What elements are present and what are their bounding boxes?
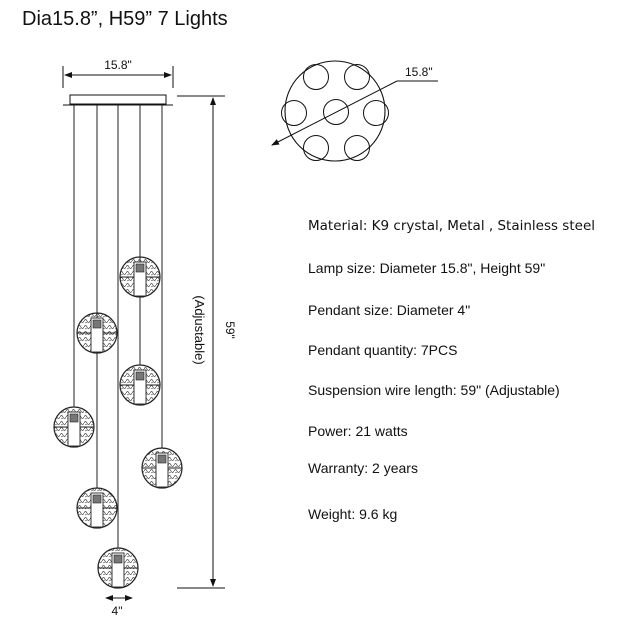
pendant-globe	[76, 487, 118, 529]
pendant-globe	[76, 312, 118, 354]
spec-lamp-size: Lamp size: Diameter 15.8", Height 59"	[308, 260, 546, 276]
canopy	[69, 94, 167, 105]
spec-power: Power: 21 watts	[308, 423, 408, 439]
spec-wire-length: Suspension wire length: 59" (Adjustable)	[308, 382, 560, 398]
pendant-width-dimension: 4"	[105, 595, 133, 618]
top-view-pendant	[344, 64, 370, 90]
top-view-pendant	[323, 99, 349, 125]
pendant-globe	[119, 256, 161, 298]
pendant-globe	[97, 547, 139, 589]
pendant-globe	[53, 406, 95, 448]
pendant-width-label: 4"	[112, 604, 123, 618]
pendant-globe	[141, 447, 183, 489]
height-dimension: 59" (Adjustable)	[177, 95, 237, 589]
top-view-pendant	[363, 100, 389, 126]
adjustable-label: (Adjustable)	[192, 295, 207, 364]
spec-pendant-quantity: Pendant quantity: 7PCS	[308, 342, 458, 358]
pendant-globe	[119, 364, 161, 406]
spec-warranty: Warranty: 2 years	[308, 460, 418, 476]
canopy-width-label: 15.8"	[104, 58, 132, 72]
top-view: 15.8"	[271, 60, 438, 162]
height-label: 59"	[223, 321, 237, 339]
top-view-pendant	[344, 135, 370, 161]
top-view-pendant	[303, 135, 329, 161]
top-view-pendant	[303, 64, 329, 90]
pendants	[53, 256, 183, 589]
top-view-diameter-label: 15.8"	[405, 65, 433, 79]
spec-material: Material: K9 crystal, Metal , Stainless …	[308, 218, 596, 234]
product-title: Dia15.8”, H59” 7 Lights	[22, 8, 228, 30]
canopy-width-dimension: 15.8"	[62, 58, 174, 88]
top-view-pendant	[281, 100, 307, 126]
spec-weight: Weight: 9.6 kg	[308, 506, 398, 522]
suspension-wires	[73, 105, 163, 548]
spec-pendant-size: Pendant size: Diameter 4"	[308, 302, 471, 318]
